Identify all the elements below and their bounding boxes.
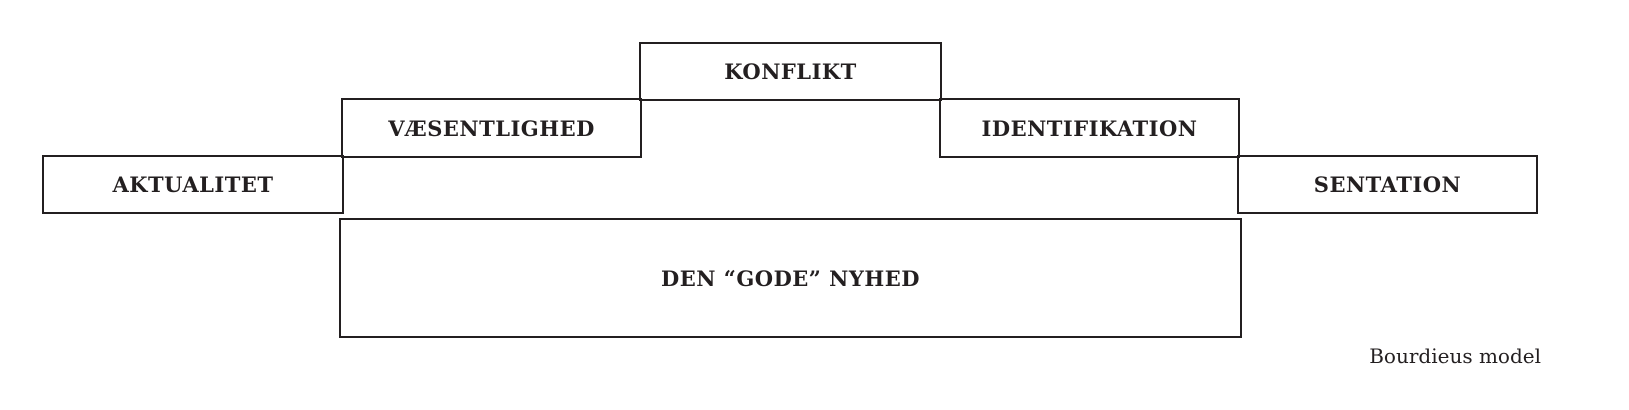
label-sentation: SENTATION: [1313, 172, 1462, 197]
box-vaesentlighed: VÆSENTLIGHED: [341, 98, 642, 158]
box-aktualitet: AKTUALITET: [42, 155, 344, 214]
caption: Bourdieus model: [1369, 344, 1541, 368]
label-identifikation: IDENTIFIKATION: [981, 115, 1198, 141]
label-aktualitet: AKTUALITET: [112, 172, 274, 197]
box-konflikt: KONFLIKT: [639, 42, 942, 101]
box-sentation: SENTATION: [1237, 155, 1538, 214]
label-konflikt: KONFLIKT: [724, 59, 857, 84]
label-vaesentlighed: VÆSENTLIGHED: [388, 115, 595, 141]
label-gode-nyhed: DEN “GODE” NYHED: [661, 265, 920, 291]
box-identifikation: IDENTIFIKATION: [939, 98, 1240, 158]
box-gode-nyhed: DEN “GODE” NYHED: [339, 218, 1242, 338]
